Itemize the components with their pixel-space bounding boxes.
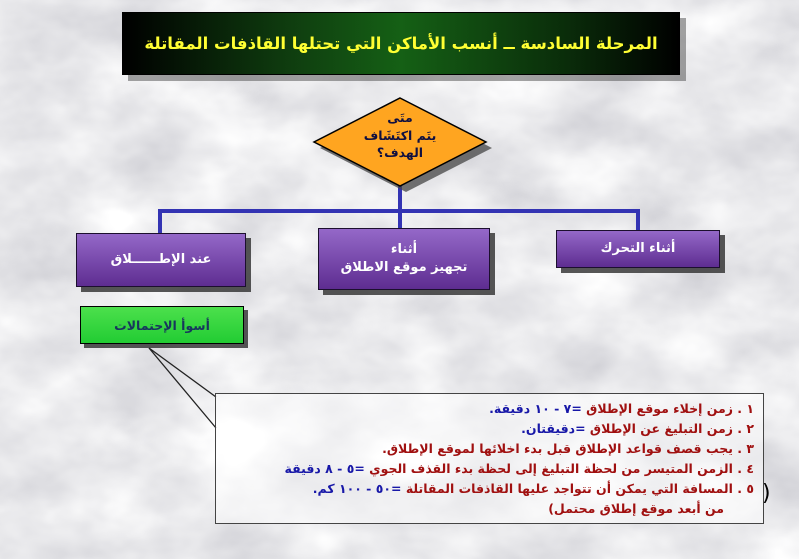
note-line: ٣ . يجب قصف قواعد الإطلاق قبل بدء اخلائه…	[224, 439, 754, 459]
note-segment: ٤ . الزمن المتيسر من لحظة التبليغ إلى لح…	[364, 461, 754, 476]
decision-diamond-shape	[312, 97, 488, 187]
slide-title: المرحلة السادسة ــ أنسب الأماكن التي تحت…	[144, 34, 658, 53]
note-line: من أبعد موقع إطلاق محتمل)	[224, 499, 754, 519]
note-line: ١ . زمن إخلاء موقع الإطلاق =٧ - ١٠ دقيقة…	[224, 399, 754, 419]
note-segment: من أبعد موقع إطلاق محتمل)	[548, 501, 724, 516]
decision-diamond-label: متَى يتَم اكتَشَاف الهدف؟	[363, 110, 437, 160]
node-during-launch-site-preparation: أثناء تجهيز موقع الاطلاق	[318, 228, 490, 290]
note-segment: =دقيقتان.	[521, 421, 586, 436]
note-line: ٥ . المسافة التي يمكن أن تتواجد عليها ال…	[224, 479, 754, 499]
note-line: ٤ . الزمن المتيسر من لحظة التبليغ إلى لح…	[224, 459, 754, 479]
slide-title-bar: المرحلة السادسة ــ أنسب الأماكن التي تحت…	[122, 12, 680, 75]
branch-connector-lines	[158, 184, 640, 234]
callout-leader-lines	[148, 347, 217, 429]
note-line: ٢ . زمن التبليغ عن الإطلاق =دقيقتان.	[224, 419, 754, 439]
note-segment: =٥ - ٨ دقيقة	[284, 461, 365, 476]
note-segment: =٧ - ١٠ دقيقة.	[489, 401, 582, 416]
note-segment: ٢ . زمن التبليغ عن الإطلاق	[585, 421, 754, 436]
note-segment: ١ . زمن إخلاء موقع الإطلاق	[581, 401, 754, 416]
note-segment: =٥٠ - ١٠٠ كم.	[312, 481, 402, 496]
note-segment: ٥ . المسافة التي يمكن أن تتواجد عليها ال…	[401, 481, 754, 496]
node-during-movement: أثناء التحرك	[556, 230, 720, 268]
note-segment: ٣ . يجب قصف قواعد الإطلاق قبل بدء اخلائه…	[382, 441, 754, 456]
worst-case-box: أسوأ الإحتمالات	[80, 306, 244, 344]
node-at-launch: عند الإطــــــلاق	[76, 233, 246, 287]
closing-paren-mark: )	[762, 481, 771, 506]
notes-list: ١ . زمن إخلاء موقع الإطلاق =٧ - ١٠ دقيقة…	[215, 393, 764, 524]
